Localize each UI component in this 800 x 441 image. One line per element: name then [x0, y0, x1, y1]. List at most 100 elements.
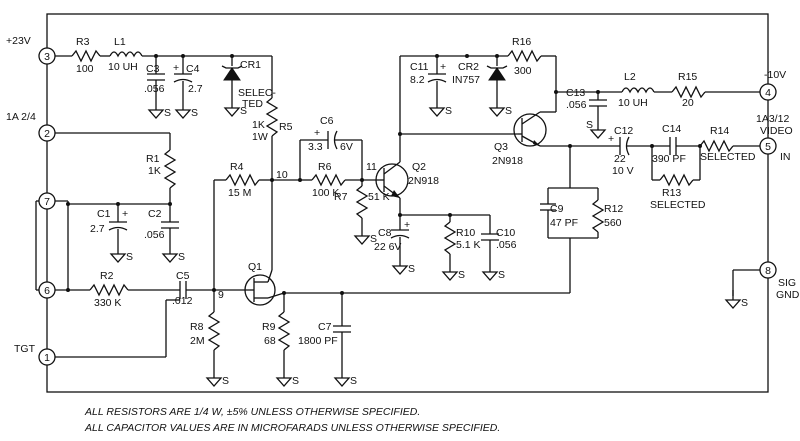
resistor-r16: [507, 49, 542, 63]
label-r4: R4: [230, 161, 244, 173]
connector-pin-4: [759, 83, 777, 101]
ground-s-label-15: S: [741, 297, 748, 309]
value-r5-a: 1K: [252, 119, 265, 131]
pin2-number: 2: [44, 128, 50, 140]
fet-q1: [244, 269, 285, 306]
label-r7: R7: [334, 191, 348, 203]
label-r1: R1: [146, 153, 160, 165]
resistor-r15: [671, 85, 706, 99]
value-r8: 2M: [190, 335, 205, 347]
pin8-label-b: GND: [776, 289, 800, 301]
ground-s-label-5: S: [222, 375, 229, 387]
label-r3: R3: [76, 36, 90, 48]
pin1-number: 1: [44, 352, 50, 364]
value-l1: 10 UH: [108, 61, 138, 73]
plus-c8: +: [404, 219, 410, 231]
label-r2: R2: [100, 270, 114, 282]
pin5-number: 5: [765, 141, 771, 153]
zener-diode-cr2: [486, 56, 508, 117]
ground-s-label-3: S: [126, 251, 133, 263]
pin5-label-a: 1A3/12: [756, 113, 789, 125]
capacitor-c8: [390, 215, 410, 275]
value-r1: 1K: [148, 165, 161, 177]
label-r16: R16: [512, 36, 531, 48]
ground-s-label-6: S: [292, 375, 299, 387]
pin3-number: 3: [44, 51, 50, 63]
value-cr1-a: SELEC-: [238, 87, 276, 99]
zener-diode-cr1: [221, 56, 243, 117]
pin2-label: 1A 2/4: [6, 111, 36, 123]
label-c5: C5: [176, 270, 190, 282]
value-c1: 2.7: [90, 223, 105, 235]
note-capacitors: ALL CAPACITOR VALUES ARE IN MICROFARADS …: [84, 422, 500, 434]
node-11: 11: [366, 161, 377, 173]
value-c9: 47 PF: [550, 217, 578, 229]
capacitor-c4: [173, 56, 193, 119]
plus-c6: +: [314, 127, 320, 139]
value-c5: .012: [172, 295, 193, 307]
value-c11: 8.2: [410, 74, 425, 86]
label-r14: R14: [710, 125, 729, 137]
pin7-number: 7: [44, 196, 50, 208]
label-l1: L1: [114, 36, 126, 48]
label-q2: Q2: [412, 161, 426, 173]
value-r3: 100: [76, 63, 94, 75]
label-c7: C7: [318, 321, 332, 333]
resistor-r8: [206, 290, 222, 387]
label-r8: R8: [190, 321, 204, 333]
label-c4: C4: [186, 63, 200, 75]
resistor-r3: [71, 49, 101, 63]
transistor-q2: [375, 134, 409, 215]
label-c9: C9: [550, 203, 564, 215]
label-r6: R6: [318, 161, 332, 173]
value-q3: 2N918: [492, 155, 523, 167]
value-r4: 15 M: [228, 187, 251, 199]
label-l2: L2: [624, 71, 636, 83]
value-r13: SELECTED: [650, 199, 706, 211]
value-c12-b: 10 V: [612, 165, 634, 177]
value-cr1-b: TED: [242, 98, 263, 110]
inductor-l1: [109, 51, 143, 58]
value-r7: 51 K: [368, 191, 390, 203]
ground-s-label-4: S: [178, 251, 185, 263]
ground-s-label-2: S: [240, 105, 247, 117]
ground-s-label-13: S: [505, 105, 512, 117]
label-c2: C2: [148, 208, 162, 220]
label-c1: C1: [97, 208, 111, 220]
value-c3: .056: [144, 83, 165, 95]
label-cr2: CR2: [458, 61, 479, 73]
label-r10: R10: [456, 227, 475, 239]
transistor-q3: [513, 92, 620, 147]
connector-pin-2: [38, 124, 56, 142]
plus-c1: +: [122, 208, 128, 220]
node-9: 9: [218, 289, 224, 301]
value-c6-a: 3.3: [308, 141, 323, 153]
value-r16: 300: [514, 65, 532, 77]
ground-s-label-10: S: [458, 269, 465, 281]
value-q2: 2N918: [408, 175, 439, 187]
resistor-r9: [276, 293, 292, 387]
connector-pin-1: [38, 348, 56, 366]
value-r12: 560: [604, 217, 622, 229]
ground-s-label-1: S: [191, 107, 198, 119]
label-c13: C13: [566, 87, 585, 99]
value-r6: 100 K: [312, 187, 339, 199]
value-c8: 22 6V: [374, 241, 401, 253]
value-r5-b: 1W: [252, 131, 268, 143]
label-q1: Q1: [248, 261, 262, 273]
connector-pin-3: [38, 47, 56, 65]
resistor-r4: [225, 173, 260, 187]
ground-s-label-12: S: [445, 105, 452, 117]
connector-pin-8: [759, 261, 777, 279]
supply-rail-23v: [47, 49, 272, 63]
pin8-number: 8: [765, 265, 771, 277]
label-r9: R9: [262, 321, 276, 333]
resistor-r5: [265, 56, 279, 270]
pin3-label: +23V: [6, 35, 31, 47]
capacitor-c3: [147, 56, 165, 119]
label-c11: C11: [410, 61, 429, 73]
note-resistors: ALL RESISTORS ARE 1/4 W, ±5% UNLESS OTHE…: [84, 406, 420, 418]
label-r5: R5: [279, 121, 293, 133]
capacitor-c13: [589, 92, 607, 139]
